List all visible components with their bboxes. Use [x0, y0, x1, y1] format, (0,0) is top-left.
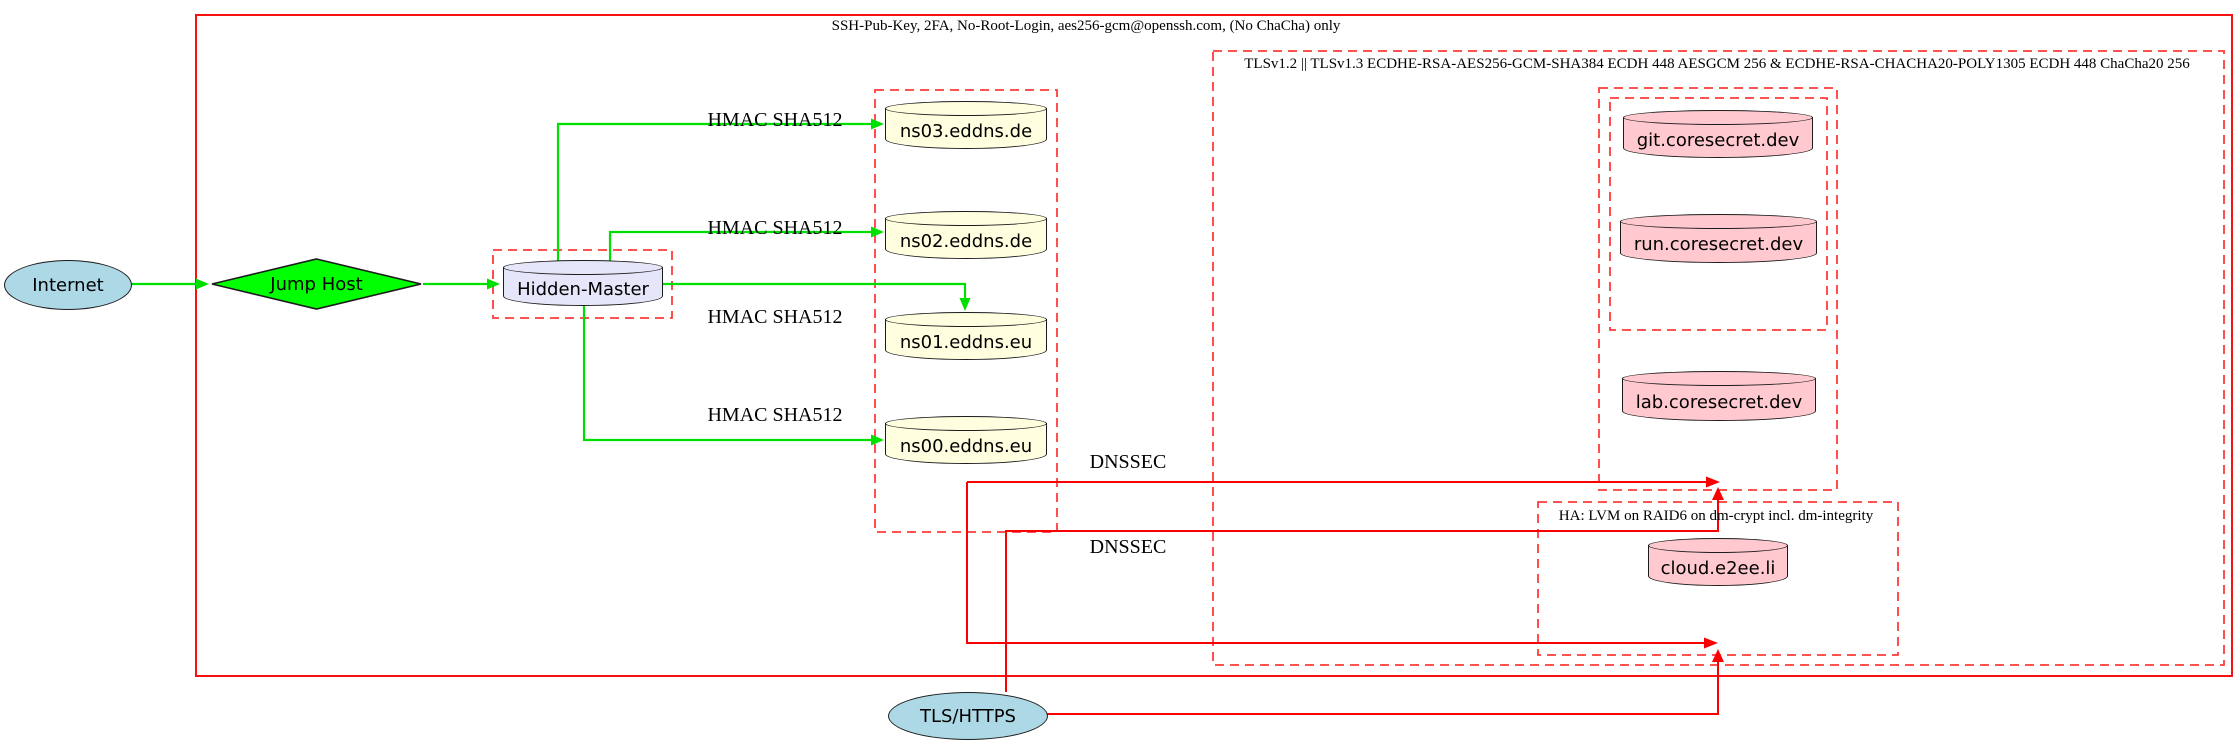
cloud-node: cloud.e2ee.li	[1648, 538, 1788, 586]
arrowhead-green	[871, 118, 884, 130]
arrowhead-red	[1712, 487, 1724, 500]
cylinder-cap	[503, 260, 663, 275]
hidden-master-node: Hidden-Master	[503, 260, 663, 306]
edge-hiddenmaster-to-ns01	[663, 282, 967, 298]
ha-cluster-label: HA: LVM on RAID6 on dm-crypt incl. dm-in…	[1558, 508, 1874, 524]
cylinder-cap	[885, 211, 1047, 226]
coresecret-inner-cluster-box	[1609, 97, 1828, 331]
ssh-cluster-label: SSH-Pub-Key, 2FA, No-Root-Login, aes256-…	[831, 18, 1341, 34]
internet-node-label: Internet	[32, 274, 104, 296]
run-node-label: run.coresecret.dev	[1633, 234, 1804, 255]
edge-label-hmac-ns00: HMAC SHA512	[707, 404, 843, 426]
arrowhead-green	[871, 226, 884, 238]
ns02-node-label: ns02.eddns.de	[899, 230, 1033, 252]
cylinder-cap	[1648, 538, 1788, 553]
ns00-node-label: ns00.eddns.eu	[899, 435, 1033, 457]
edge-label-dnssec-lower: DNSSEC	[1089, 536, 1167, 558]
edge-label-dnssec-upper: DNSSEC	[1089, 451, 1167, 473]
edge-hiddenmaster-to-ns00	[582, 305, 871, 442]
edge-hiddenmaster-to-ns02	[608, 230, 871, 261]
cylinder-body	[1622, 378, 1816, 421]
arrowhead-red	[1704, 637, 1718, 649]
internet-node: Internet	[4, 260, 132, 310]
jump-host-node: Jump Host	[210, 258, 423, 310]
ns01-node-label: ns01.eddns.eu	[899, 331, 1033, 353]
edge-label-hmac-ns03: HMAC SHA512	[707, 109, 843, 131]
dns-cluster-box	[874, 89, 1058, 533]
arrowhead-green	[959, 298, 971, 311]
cylinder-cap	[885, 416, 1047, 431]
arrowhead-green	[487, 278, 500, 290]
run-node: run.coresecret.dev	[1620, 214, 1817, 263]
edge-tls-to-ha	[1046, 662, 1719, 715]
edge-hiddenmaster-to-ns03	[556, 122, 871, 261]
hidden-master-node-label: Hidden-Master	[517, 278, 649, 300]
ssh-cluster-box	[195, 14, 2233, 677]
tls-https-node-label: TLS/HTTPS	[919, 705, 1016, 727]
cylinder-cap	[1622, 371, 1816, 386]
cloud-node-label: cloud.e2ee.li	[1660, 557, 1776, 579]
ns01-node: ns01.eddns.eu	[885, 312, 1047, 360]
lab-node-label: lab.coresecret.dev	[1635, 391, 1803, 413]
arrowhead-red	[1706, 476, 1720, 488]
cylinder-cap	[1623, 110, 1813, 125]
ns00-node: ns00.eddns.eu	[885, 416, 1047, 464]
lab-node: lab.coresecret.dev	[1622, 371, 1816, 421]
ns02-node: ns02.eddns.de	[885, 211, 1047, 259]
edge-label-hmac-ns01: HMAC SHA512	[707, 306, 843, 328]
arrowhead-green	[871, 434, 884, 446]
arrowhead-green	[196, 278, 209, 290]
edge-dnssec-lower	[966, 482, 1704, 644]
git-node: git.coresecret.dev	[1623, 110, 1813, 158]
ns03-node-label: ns03.eddns.de	[899, 120, 1033, 142]
jump-host-diamond-shape	[211, 258, 422, 310]
tls-cluster-label: TLSv1.2 || TLSv1.3 ECDHE-RSA-AES256-GCM-…	[1244, 56, 2190, 72]
cylinder-cap	[885, 101, 1047, 116]
tls-https-node: TLS/HTTPS	[888, 692, 1048, 740]
git-node-label: git.coresecret.dev	[1636, 129, 1800, 151]
arrowhead-red	[1712, 649, 1724, 662]
edge-tls-to-coresecret	[1005, 500, 1719, 692]
edge-label-hmac-ns02: HMAC SHA512	[707, 217, 843, 239]
ns03-node: ns03.eddns.de	[885, 101, 1047, 149]
cylinder-cap	[1620, 214, 1817, 229]
cylinder-cap	[885, 312, 1047, 327]
jump-host-node-label: Jump Host	[270, 273, 363, 295]
